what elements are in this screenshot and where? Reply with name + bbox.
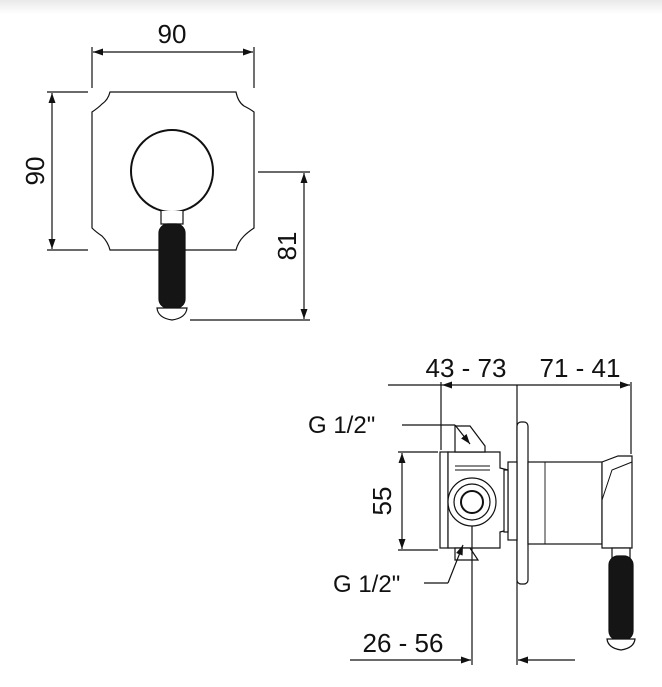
inlet-union-inner xyxy=(460,490,484,514)
handle-dim-text: 81 xyxy=(272,232,302,261)
inlet-union-outer xyxy=(447,477,497,527)
height-dim-text: 90 xyxy=(20,157,50,186)
viewer-top-shadow xyxy=(0,0,662,14)
lever-grip xyxy=(608,555,634,641)
mixer-body xyxy=(527,461,603,545)
side-view: 43 - 73 71 - 41 G 1/2" 55 G 1/2" 26 - 56 xyxy=(308,353,636,665)
body-dim-text: 55 xyxy=(367,487,397,516)
handle-tip xyxy=(156,307,188,321)
top-inlet xyxy=(454,425,486,453)
depth-dim-b-text: 71 - 41 xyxy=(540,353,621,383)
handle-grip xyxy=(158,223,186,309)
connection-nut xyxy=(507,461,518,541)
offset-dim-text: 26 - 56 xyxy=(363,628,444,658)
inlet-label-top: G 1/2" xyxy=(308,412,375,439)
mixer-knob xyxy=(130,129,214,213)
depth-dim-a-text: 43 - 73 xyxy=(426,353,507,383)
front-view: 90 90 81 xyxy=(20,19,310,321)
lever-tip xyxy=(606,638,636,651)
valve-back-plate xyxy=(439,451,449,549)
wall-flange xyxy=(516,421,529,585)
handle-neck xyxy=(160,211,184,225)
inlet-label-bottom: G 1/2" xyxy=(333,571,400,598)
width-dim-text: 90 xyxy=(158,19,187,49)
cover-plate xyxy=(91,91,255,251)
inlet-union-mid xyxy=(453,483,491,521)
lever-housing xyxy=(601,455,633,549)
bottom-inlet xyxy=(454,547,480,561)
